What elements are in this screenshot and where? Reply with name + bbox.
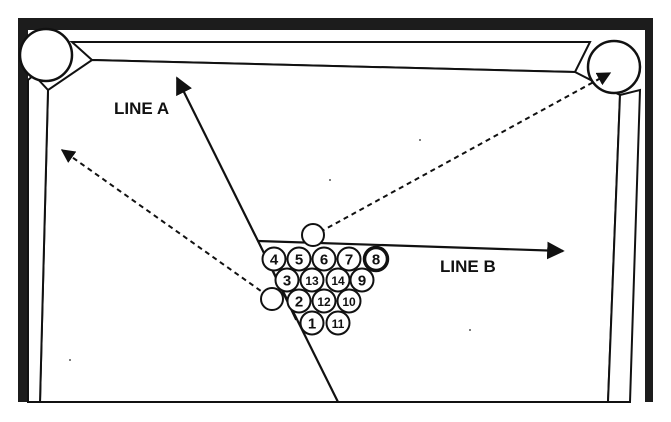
rack-ball bbox=[336, 288, 362, 314]
rack-ball-number: 11 bbox=[332, 317, 345, 331]
rack-ball bbox=[362, 245, 390, 273]
table-speck bbox=[419, 139, 421, 141]
rack-ball-number: 9 bbox=[358, 273, 366, 290]
rack-ball-number: 7 bbox=[345, 252, 353, 269]
rack-ball-number: 8 bbox=[372, 252, 380, 269]
rack-ball bbox=[349, 267, 375, 293]
rack-ball-number: 14 bbox=[331, 274, 345, 288]
cue-ball bbox=[260, 287, 284, 311]
rack-ball bbox=[274, 267, 300, 293]
top-left-pocket bbox=[18, 27, 74, 83]
table-speck bbox=[329, 179, 331, 181]
dashed-path-right bbox=[319, 72, 612, 233]
right-cushion bbox=[606, 88, 642, 403]
dashed-path-left bbox=[60, 149, 269, 297]
table-speck bbox=[69, 359, 71, 361]
rack-ball-number: 5 bbox=[295, 252, 303, 269]
rack-ball bbox=[299, 310, 325, 336]
rack-ball-number: 4 bbox=[270, 252, 279, 269]
rack-ball-number: 3 bbox=[283, 273, 291, 290]
top-right-pocket bbox=[586, 39, 642, 95]
line-b-label: LINE B bbox=[440, 257, 496, 276]
line-a-label: LINE A bbox=[114, 99, 169, 118]
rack-ball-number: 12 bbox=[317, 295, 331, 309]
rack-ball bbox=[261, 246, 287, 272]
rack-ball bbox=[311, 288, 337, 314]
rack-ball bbox=[286, 288, 312, 314]
table-speck bbox=[469, 329, 471, 331]
rack-ball bbox=[325, 310, 351, 336]
rack-ball bbox=[286, 246, 312, 272]
rack-ball bbox=[336, 246, 362, 272]
rack-ball-number: 2 bbox=[295, 294, 303, 311]
left-cushion bbox=[27, 73, 50, 403]
rack-ball bbox=[311, 246, 337, 272]
line-a bbox=[176, 76, 339, 403]
rack-ball-number: 1 bbox=[308, 316, 316, 333]
object-ball-top bbox=[301, 223, 325, 247]
rack-ball-number: 10 bbox=[342, 295, 356, 309]
rack-ball bbox=[299, 267, 325, 293]
rack-ball-number: 6 bbox=[320, 252, 328, 269]
rack-ball-number: 13 bbox=[305, 274, 319, 288]
